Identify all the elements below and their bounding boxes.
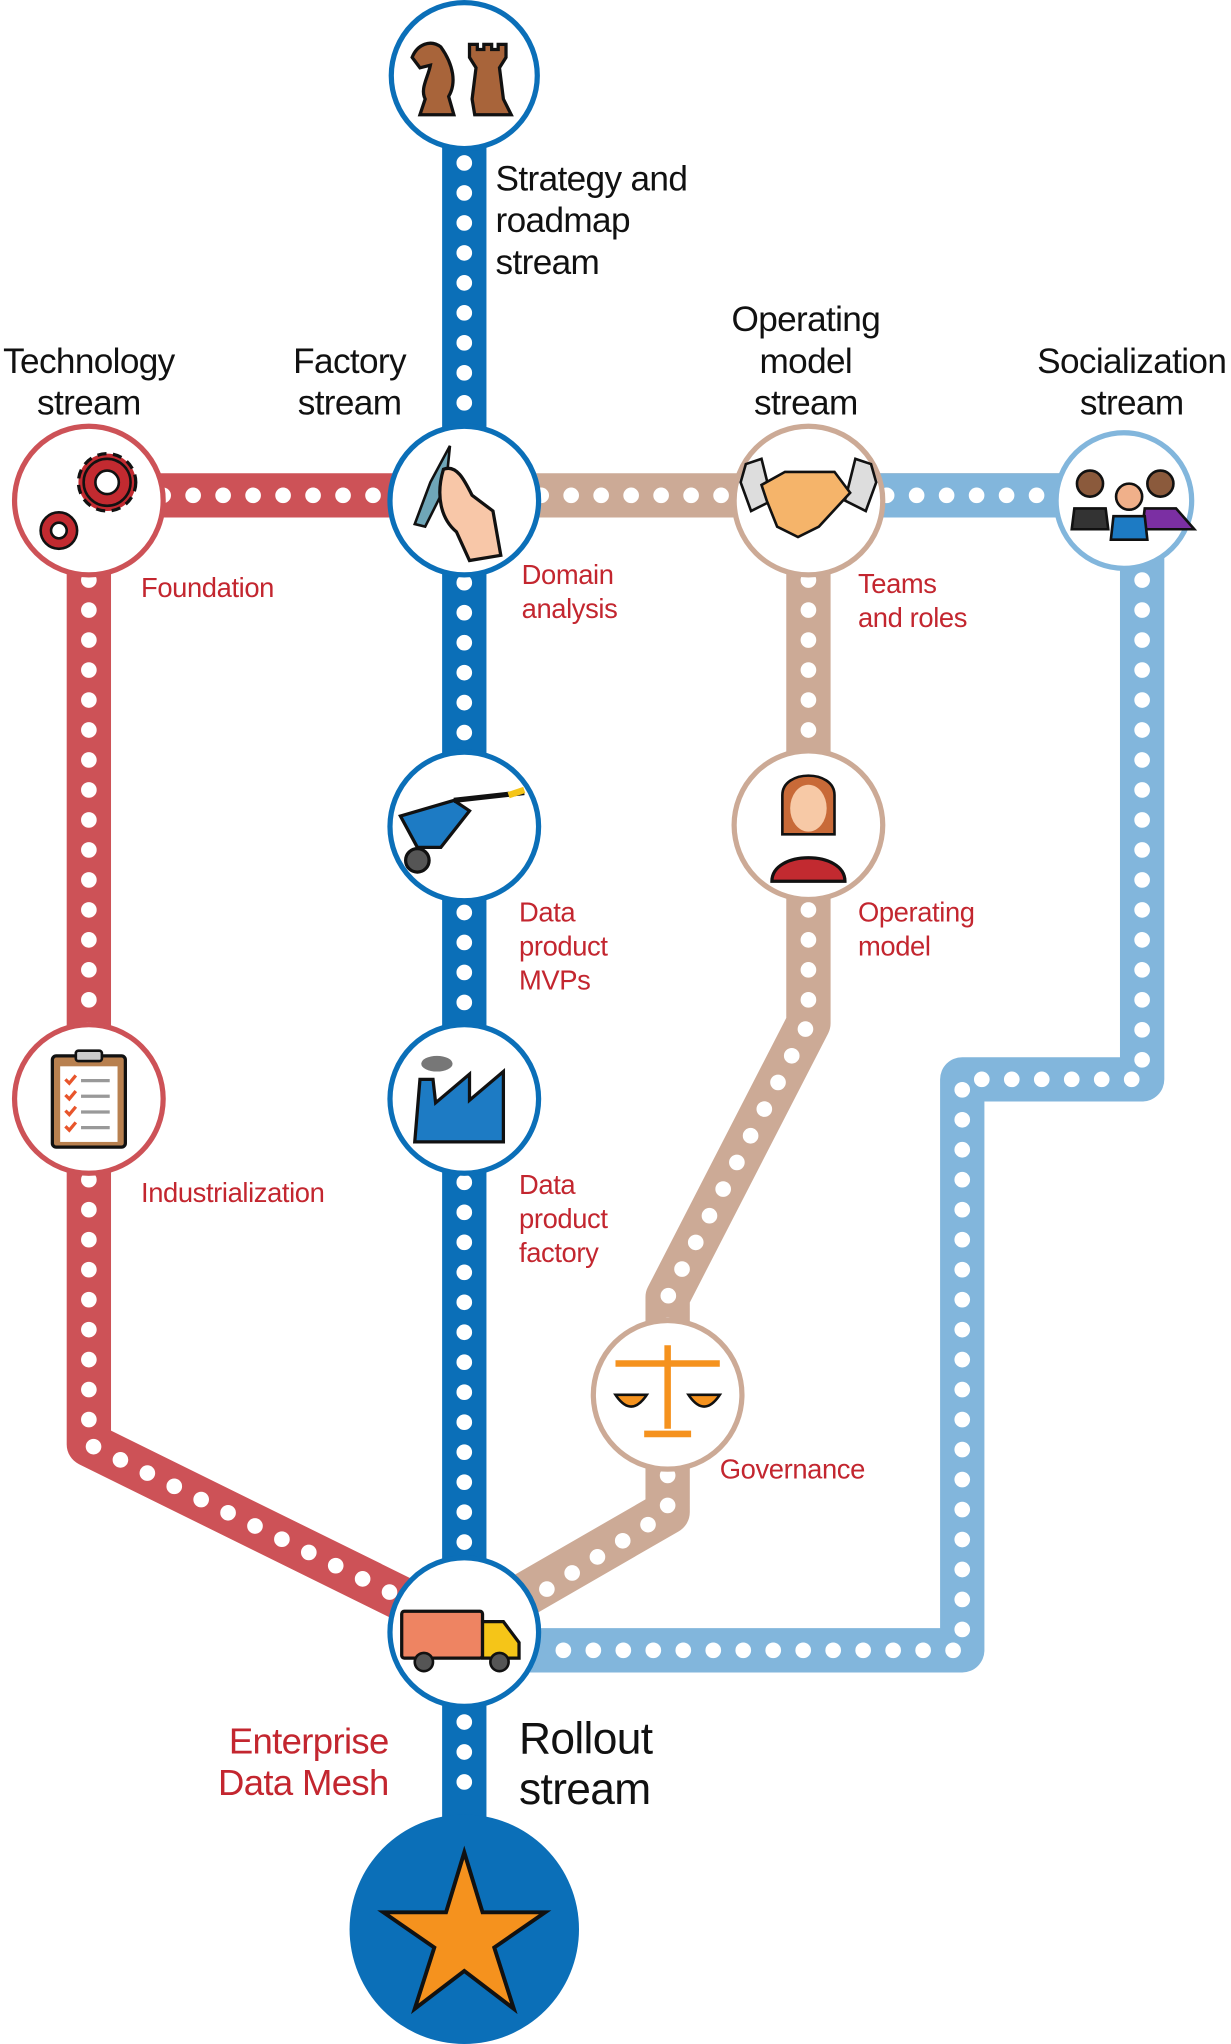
woman-avatar-icon bbox=[770, 774, 847, 883]
gears-icon bbox=[39, 452, 138, 551]
chess-pieces-icon bbox=[410, 41, 514, 117]
station-governance[interactable] bbox=[590, 1317, 745, 1472]
truck-icon bbox=[400, 1609, 521, 1673]
station-socialization[interactable] bbox=[1053, 430, 1198, 571]
foundation-label: Foundation bbox=[141, 572, 274, 603]
industrialization-label: Industrialization bbox=[141, 1177, 324, 1208]
station-rollout[interactable] bbox=[387, 1555, 542, 1709]
destination-enterprise-data-mesh[interactable] bbox=[349, 1814, 579, 2044]
station-operating-model[interactable] bbox=[731, 748, 886, 903]
hand-drawing-icon bbox=[413, 445, 503, 563]
station-industrialization[interactable] bbox=[11, 1021, 166, 1176]
station-technology[interactable] bbox=[11, 423, 166, 578]
clipboard-checklist-icon bbox=[50, 1049, 127, 1149]
star-icon bbox=[377, 1845, 552, 2015]
station-operating[interactable] bbox=[731, 423, 886, 578]
scales-icon bbox=[613, 1345, 723, 1438]
handshake-icon bbox=[739, 457, 878, 539]
station-data-product-factory[interactable] bbox=[387, 1021, 542, 1176]
factory-icon bbox=[412, 1055, 506, 1144]
people-group-icon bbox=[1070, 469, 1198, 541]
governance-label: Governance bbox=[720, 1453, 865, 1484]
wheelbarrow-icon bbox=[398, 786, 526, 874]
station-mvps[interactable] bbox=[387, 749, 542, 904]
station-strategy[interactable] bbox=[388, 0, 540, 152]
station-factory[interactable] bbox=[387, 423, 542, 578]
